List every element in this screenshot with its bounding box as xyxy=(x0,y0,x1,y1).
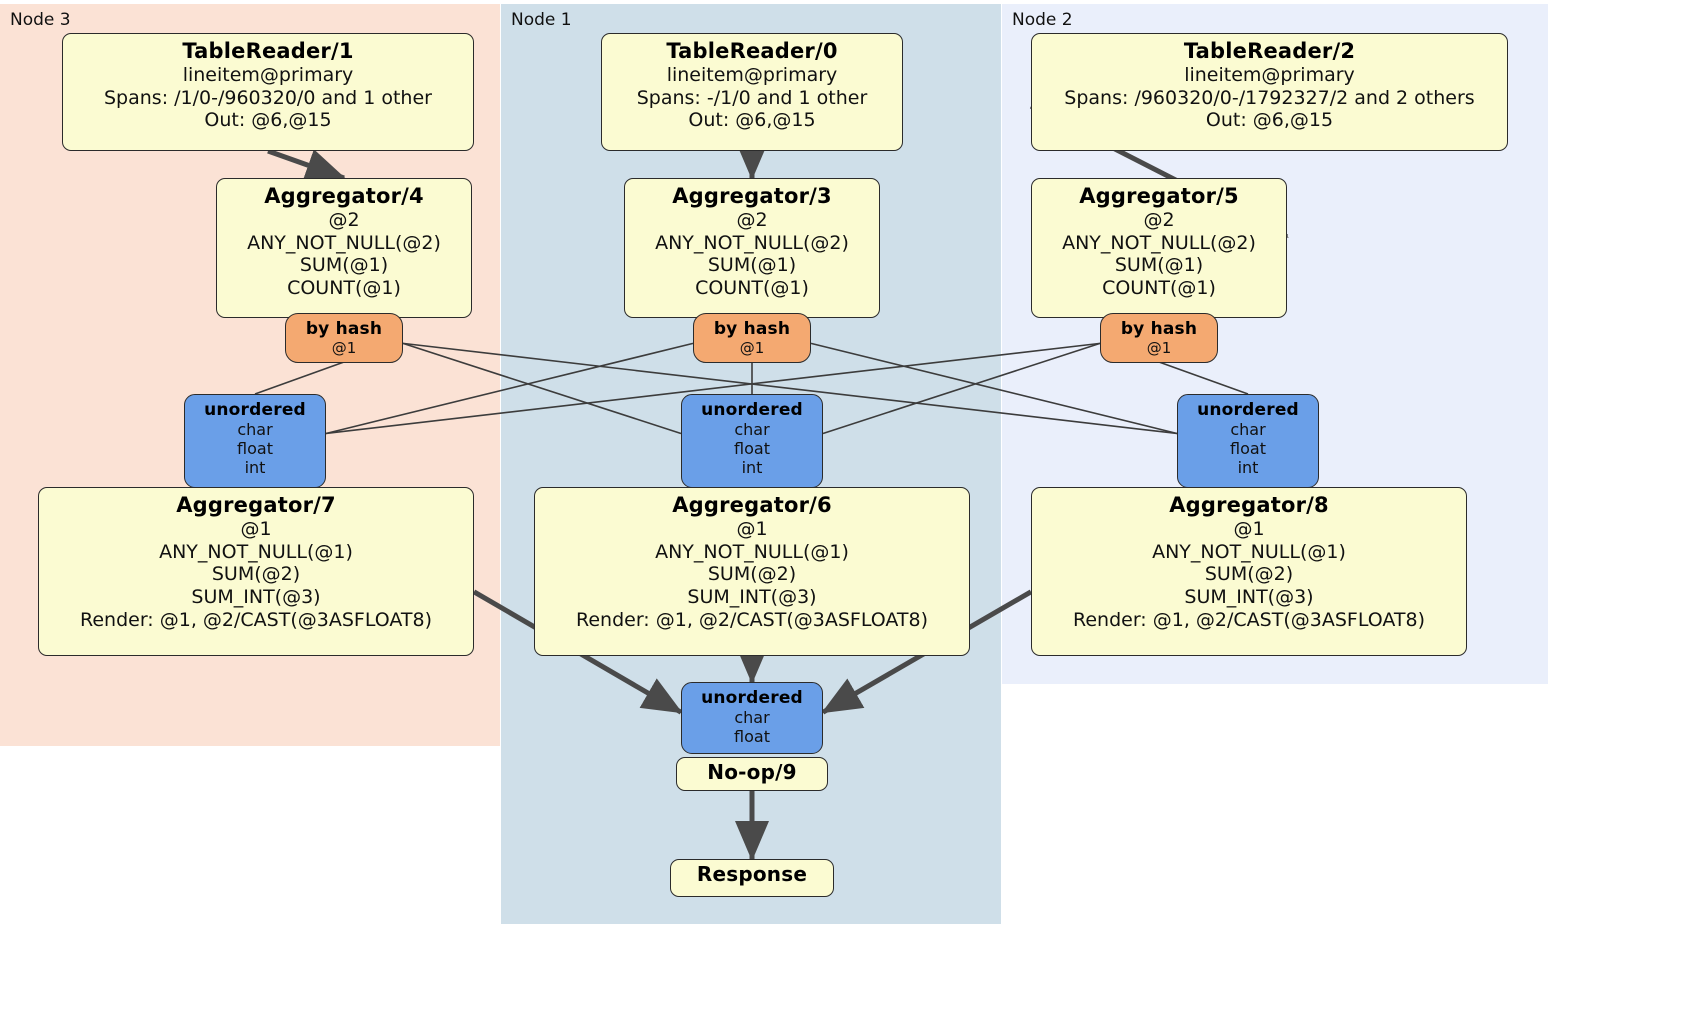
node-title: TableReader/2 xyxy=(1183,39,1356,63)
node-detail-line: SUM(@1) xyxy=(707,254,797,277)
node-detail-line: @1 xyxy=(240,517,272,540)
node-detail-line: Render: @1, @2/CAST(@3ASFLOAT8) xyxy=(576,608,928,631)
node-detail-line: int xyxy=(1237,458,1259,478)
plan-node-hash5[interactable]: by hash@1 xyxy=(1100,313,1218,364)
node-detail-line: Spans: -/1/0 and 1 other xyxy=(636,86,868,109)
node-detail-line: lineitem@primary xyxy=(182,63,354,86)
plan-node-noop9[interactable]: No-op/9 xyxy=(676,757,828,791)
node-detail-line: lineitem@primary xyxy=(1184,63,1355,86)
node-detail-line: char xyxy=(237,420,273,440)
node-detail-line: SUM_INT(@3) xyxy=(191,586,321,609)
node-title: Aggregator/3 xyxy=(672,184,832,208)
node-detail-line: @1 xyxy=(1233,517,1265,540)
node-detail-line: @1 xyxy=(739,339,765,358)
node-title: No-op/9 xyxy=(707,760,797,784)
node-title: Aggregator/5 xyxy=(1079,184,1239,208)
node-detail-line: Spans: /960320/0-/1792327/2 and 2 others xyxy=(1064,86,1475,109)
node-detail-line: int xyxy=(244,458,266,478)
node-detail-line: float xyxy=(734,727,770,747)
node-detail-line: Out: @6,@15 xyxy=(1205,109,1334,132)
node-detail-line: SUM(@1) xyxy=(299,254,389,277)
node-detail-line: @2 xyxy=(1143,208,1175,231)
plan-node-hash3[interactable]: by hash@1 xyxy=(693,313,811,364)
node-detail-line: ANY_NOT_NULL(@2) xyxy=(655,231,849,254)
node-detail-line: @1 xyxy=(1146,339,1172,358)
node-detail-line: lineitem@primary xyxy=(666,63,838,86)
plan-node-response[interactable]: Response xyxy=(670,859,834,897)
panel-label-node2: Node 2 xyxy=(1012,10,1073,30)
node-title: by hash xyxy=(305,319,383,339)
node-detail-line: float xyxy=(1230,439,1266,459)
node-detail-line: float xyxy=(734,439,770,459)
node-detail-line: @2 xyxy=(736,208,768,231)
plan-node-hash4[interactable]: by hash@1 xyxy=(285,313,403,364)
node-detail-line: SUM_INT(@3) xyxy=(1184,586,1314,609)
node-detail-line: ANY_NOT_NULL(@1) xyxy=(655,540,849,563)
node-title: unordered xyxy=(204,400,306,420)
node-detail-line: int xyxy=(741,458,763,478)
node-detail-line: @1 xyxy=(331,339,357,358)
node-detail-line: char xyxy=(734,708,770,728)
node-detail-line: Spans: /1/0-/960320/0 and 1 other xyxy=(104,86,432,109)
node-detail-line: Render: @1, @2/CAST(@3ASFLOAT8) xyxy=(80,608,432,631)
node-detail-line: @1 xyxy=(736,517,768,540)
node-title: TableReader/0 xyxy=(666,39,838,63)
node-detail-line: COUNT(@1) xyxy=(287,277,401,300)
node-title: unordered xyxy=(1197,400,1299,420)
node-title: Aggregator/6 xyxy=(672,493,832,517)
node-detail-line: ANY_NOT_NULL(@1) xyxy=(159,540,353,563)
node-detail-line: @2 xyxy=(328,208,360,231)
node-detail-line: COUNT(@1) xyxy=(1102,277,1216,300)
node-title: unordered xyxy=(701,688,803,708)
node-detail-line: char xyxy=(734,420,770,440)
node-title: by hash xyxy=(713,319,791,339)
node-detail-line: SUM_INT(@3) xyxy=(687,586,817,609)
node-title: unordered xyxy=(701,400,803,420)
node-title: Aggregator/4 xyxy=(264,184,424,208)
node-detail-line: char xyxy=(1230,420,1266,440)
node-detail-line: Render: @1, @2/CAST(@3ASFLOAT8) xyxy=(1073,608,1425,631)
node-title: TableReader/1 xyxy=(182,39,354,63)
node-detail-line: SUM(@2) xyxy=(1204,563,1294,586)
node-detail-line: SUM(@2) xyxy=(211,563,301,586)
node-detail-line: Out: @6,@15 xyxy=(204,109,332,132)
panel-label-node3: Node 3 xyxy=(10,10,71,30)
panel-label-node1: Node 1 xyxy=(511,10,572,30)
node-detail-line: ANY_NOT_NULL(@2) xyxy=(247,231,441,254)
node-detail-line: ANY_NOT_NULL(@2) xyxy=(1062,231,1256,254)
node-detail-line: COUNT(@1) xyxy=(695,277,809,300)
node-title: by hash xyxy=(1120,319,1198,339)
node-title: Aggregator/8 xyxy=(1169,493,1329,517)
node-title: Response xyxy=(696,862,808,886)
node-detail-line: ANY_NOT_NULL(@1) xyxy=(1152,540,1346,563)
node-detail-line: float xyxy=(237,439,273,459)
node-detail-line: SUM(@1) xyxy=(1114,254,1204,277)
node-detail-line: SUM(@2) xyxy=(707,563,797,586)
node-title: Aggregator/7 xyxy=(176,493,336,517)
node-detail-line: Out: @6,@15 xyxy=(688,109,816,132)
